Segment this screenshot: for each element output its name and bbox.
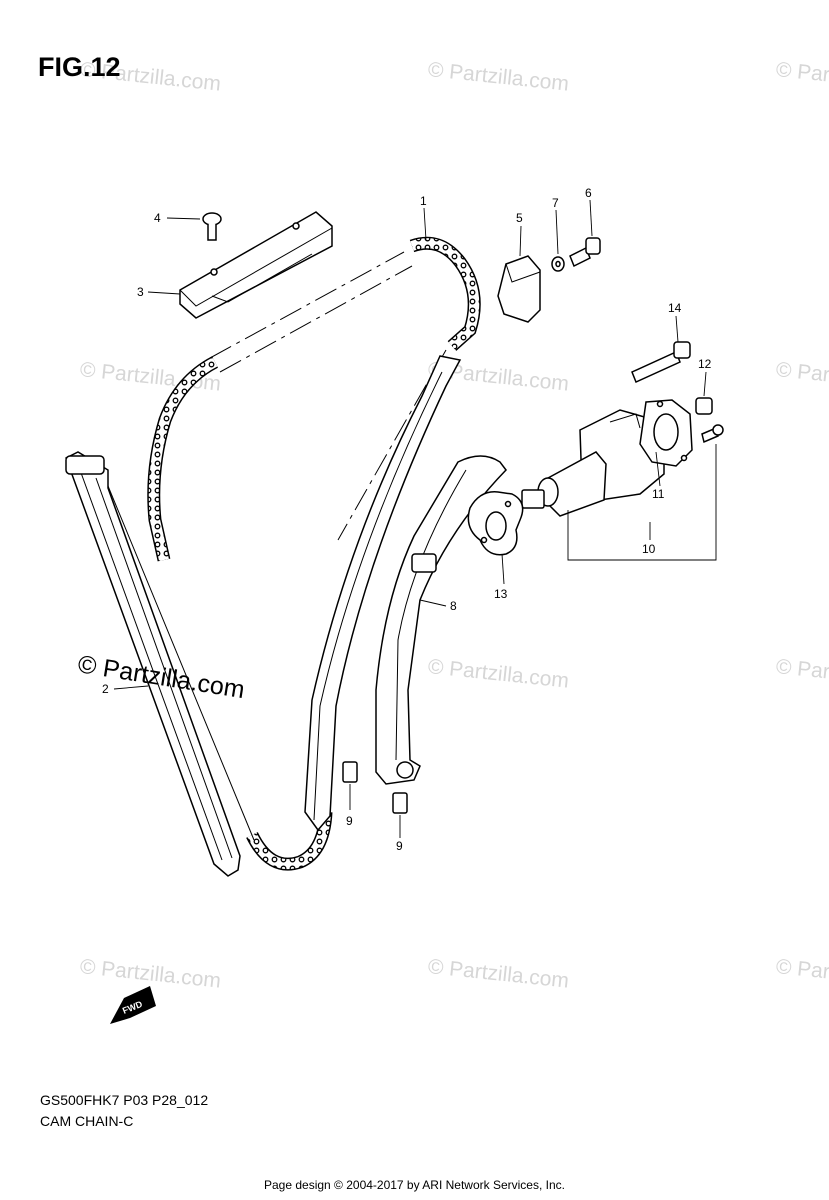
section-name: CAM CHAIN-C [40, 1113, 134, 1129]
callout-9a: 9 [346, 814, 353, 828]
guide-pin-9 [342, 761, 408, 814]
callouts: 1 2 3 4 5 6 7 8 9 9 10 11 12 13 14 [102, 186, 712, 853]
callout-4: 4 [154, 211, 161, 225]
screw-4 [202, 212, 222, 241]
tensioner-gasket [639, 399, 693, 467]
callout-10: 10 [642, 542, 656, 556]
tensioner-guide [375, 455, 507, 785]
callout-3: 3 [137, 285, 144, 299]
washer-7 [551, 256, 565, 272]
small-bolt [701, 424, 724, 444]
cushion-5 [497, 255, 541, 323]
chain-guide-idler [304, 355, 462, 832]
gasket-13 [467, 491, 524, 556]
fwd-arrow: FWD [110, 986, 156, 1024]
callout-2: 2 [102, 682, 109, 696]
plug-12 [695, 397, 713, 415]
cam-chain-guide [65, 451, 255, 877]
chain-guide-top [179, 211, 333, 319]
callout-1: 1 [420, 194, 427, 208]
callout-11: 11 [652, 487, 665, 501]
callout-9b: 9 [396, 839, 403, 853]
callout-7: 7 [552, 196, 559, 210]
cam-chain [147, 236, 481, 871]
leader-lines [113, 199, 717, 838]
bolt-6 [569, 237, 601, 268]
callout-13: 13 [494, 587, 508, 601]
callout-14: 14 [668, 301, 682, 315]
page-credit: Page design © 2004-2017 by ARI Network S… [263, 1178, 565, 1192]
callout-5: 5 [516, 211, 523, 225]
callout-8: 8 [450, 599, 457, 613]
callout-6: 6 [585, 186, 592, 200]
bolt-14 [631, 341, 691, 384]
callout-12: 12 [698, 357, 712, 371]
figure-title: FIG.12 [38, 52, 121, 82]
model-code: GS500FHK7 P03 P28_012 [40, 1092, 209, 1108]
